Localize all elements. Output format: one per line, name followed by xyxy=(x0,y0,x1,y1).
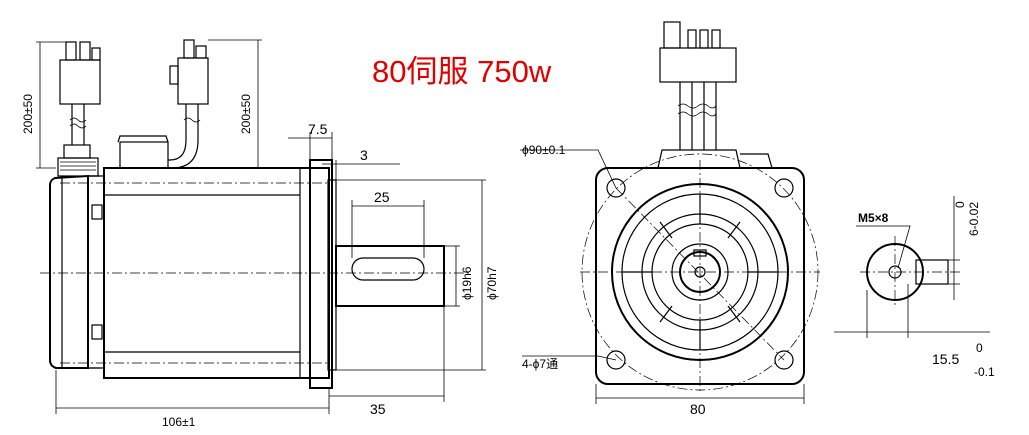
front-view xyxy=(520,21,820,404)
dim-shaft-length: 35 xyxy=(370,401,386,417)
dim-height-main: 15.5 xyxy=(932,351,959,367)
drawing-title: 80伺服 750w xyxy=(372,54,552,89)
shaft-detail xyxy=(834,196,990,338)
dim-shaft-diameter: ϕ19h6 xyxy=(460,266,474,300)
dim-mount-holes: 4-ϕ7通 xyxy=(522,357,558,371)
dim-body-length: 106±1 xyxy=(162,415,196,429)
dim-flange-thickness: 7.5 xyxy=(308,121,328,137)
dim-tapped-hole: M5×8 xyxy=(858,211,889,225)
dim-spigot-diameter: ϕ70h7 xyxy=(485,266,499,300)
dim-key-width: 6-0.02 xyxy=(967,202,981,236)
dim-pitch-circle: ϕ90±0.1 xyxy=(522,143,566,157)
dim-keyway-length: 25 xyxy=(374,189,390,205)
dim-spigot-height: 3 xyxy=(360,147,368,163)
dim-height-tol-upper: 0 xyxy=(976,341,983,355)
dim-key-tol-upper: 0 xyxy=(953,201,967,208)
dim-cable-left: 200±50 xyxy=(21,94,35,134)
dim-flange-width: 80 xyxy=(690,401,706,417)
dim-cable-right: 200±50 xyxy=(239,94,253,134)
dim-height-tol-lower: -0.1 xyxy=(974,365,995,379)
side-view xyxy=(36,39,486,414)
